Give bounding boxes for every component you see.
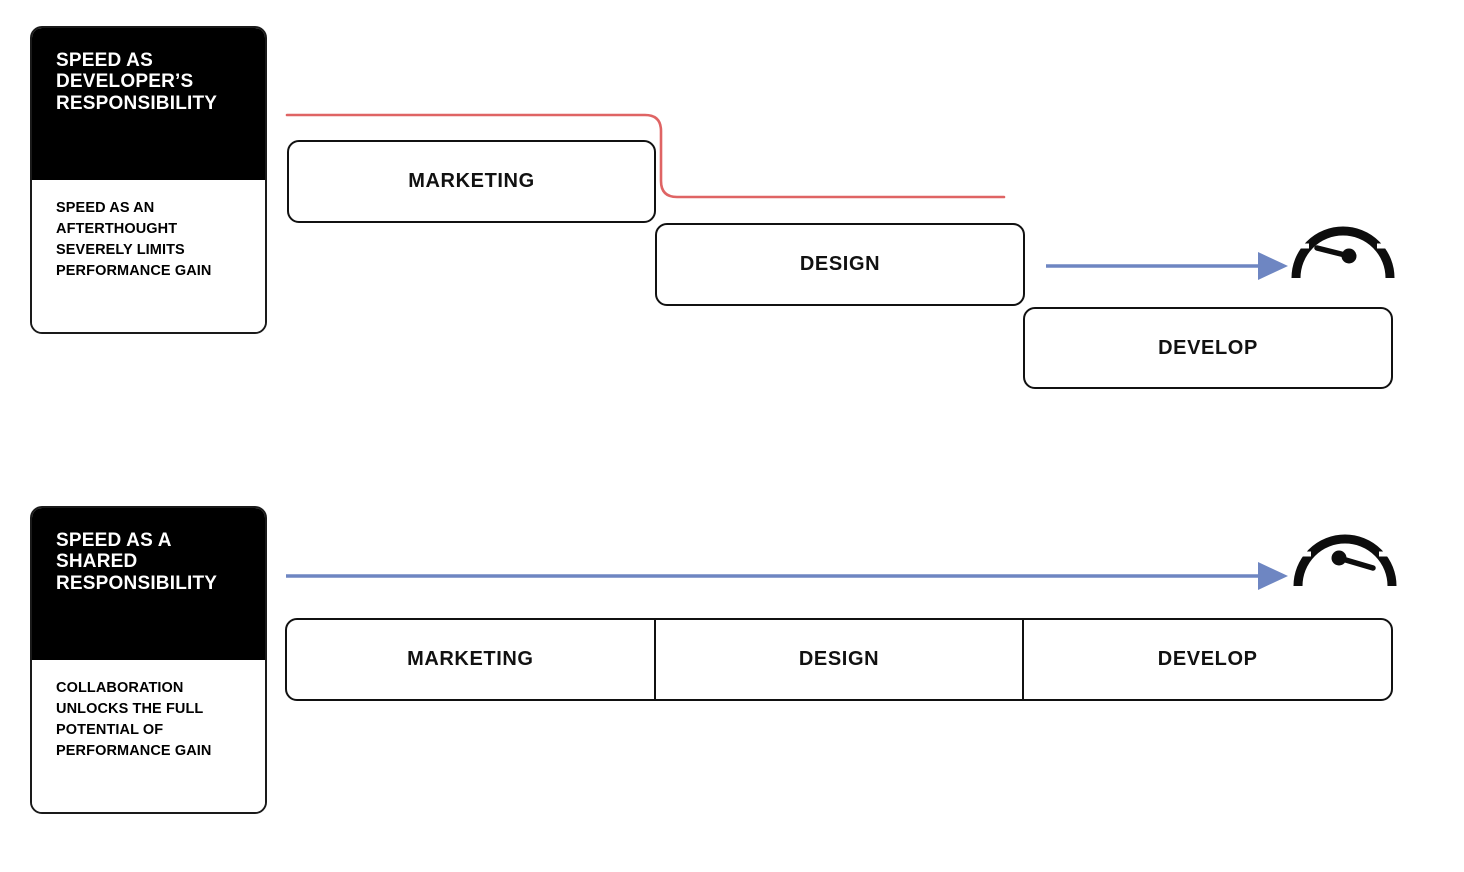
card-heading: SPEED AS A SHARED RESPONSIBILITY xyxy=(32,508,265,660)
gauge-arc xyxy=(1291,226,1395,279)
gauge-ticks xyxy=(1296,200,1390,249)
stage-label: DESIGN xyxy=(798,648,880,670)
stage-label: DEVELOP xyxy=(1157,648,1258,670)
stage-box-design-sequential[interactable]: DESIGN xyxy=(655,223,1025,306)
card-shared-responsibility: SPEED AS A SHARED RESPONSIBILITY COLLABO… xyxy=(30,506,267,814)
speed-flow-arrow-head xyxy=(1258,252,1288,280)
card-body: COLLABORATION UNLOCKS THE FULL POTENTIAL… xyxy=(32,660,265,812)
speed-flow-arrow-full-head xyxy=(1258,562,1288,590)
card-heading: SPEED AS DEVELOPER’S RESPONSIBILITY xyxy=(32,28,265,180)
gauge-needle xyxy=(1314,245,1357,264)
stage-box-develop-sequential[interactable]: DEVELOP xyxy=(1023,307,1393,389)
gauge-arc xyxy=(1293,534,1397,587)
stage-label: DEVELOP xyxy=(1158,336,1258,359)
stage-box-marketing-sequential[interactable]: MARKETING xyxy=(287,140,656,223)
stage-label: MARKETING xyxy=(407,648,534,670)
stage-box-design-shared[interactable]: DESIGN xyxy=(656,620,1025,699)
stage-box-develop-shared[interactable]: DEVELOP xyxy=(1024,620,1391,699)
merged-stage-bar: MARKETING DESIGN DEVELOP xyxy=(285,618,1393,701)
speedometer-high-icon xyxy=(1293,508,1397,587)
stage-box-marketing-shared[interactable]: MARKETING xyxy=(287,620,656,699)
stage-label: MARKETING xyxy=(408,170,535,192)
gauge-needle xyxy=(1331,550,1376,571)
card-developer-responsibility: SPEED AS DEVELOPER’S RESPONSIBILITY SPEE… xyxy=(30,26,267,334)
stage-label: DESIGN xyxy=(799,253,881,275)
gauge-ticks xyxy=(1298,508,1392,557)
speedometer-low-icon xyxy=(1291,200,1395,279)
card-body: SPEED AS AN AFTERTHOUGHT SEVERELY LIMITS… xyxy=(32,180,265,332)
